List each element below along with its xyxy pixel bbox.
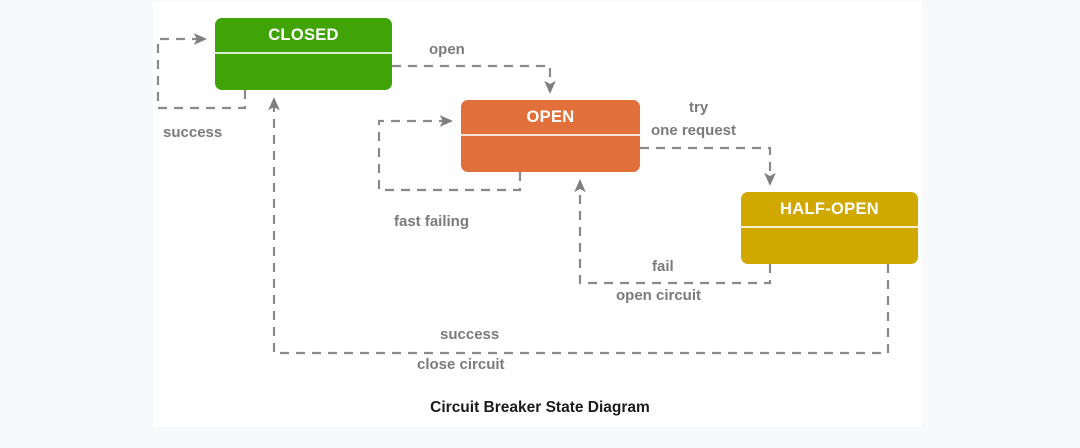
state-label-open: OPEN [461, 100, 640, 136]
edge-label-try: try [689, 99, 709, 116]
state-label-closed: CLOSED [215, 18, 392, 54]
edge-label-success-self: success [163, 124, 223, 141]
edge-label-open-circuit: open circuit [616, 287, 702, 304]
edge-success-self [156, 33, 247, 110]
state-body-closed [215, 54, 392, 90]
edge-fail-open-circuit [574, 179, 772, 285]
edge-label-fail: fail [652, 258, 674, 275]
state-body-half-open [741, 228, 918, 264]
edge-open [392, 64, 556, 94]
state-node-closed[interactable]: CLOSED [215, 18, 392, 90]
state-body-open [461, 136, 640, 172]
state-label-half-open: HALF-OPEN [741, 192, 918, 228]
edge-label-success-close: success [440, 326, 500, 343]
state-node-half-open[interactable]: HALF-OPEN [741, 192, 918, 264]
state-node-open[interactable]: OPEN [461, 100, 640, 172]
edge-try-one-request [640, 146, 776, 186]
edge-label-close-circuit: close circuit [417, 356, 505, 373]
edge-label-fast-failing: fast failing [394, 213, 470, 230]
edge-label-one-request: one request [651, 122, 737, 139]
edge-label-open: open [429, 41, 465, 58]
diagram-title: Circuit Breaker State Diagram [430, 399, 650, 416]
